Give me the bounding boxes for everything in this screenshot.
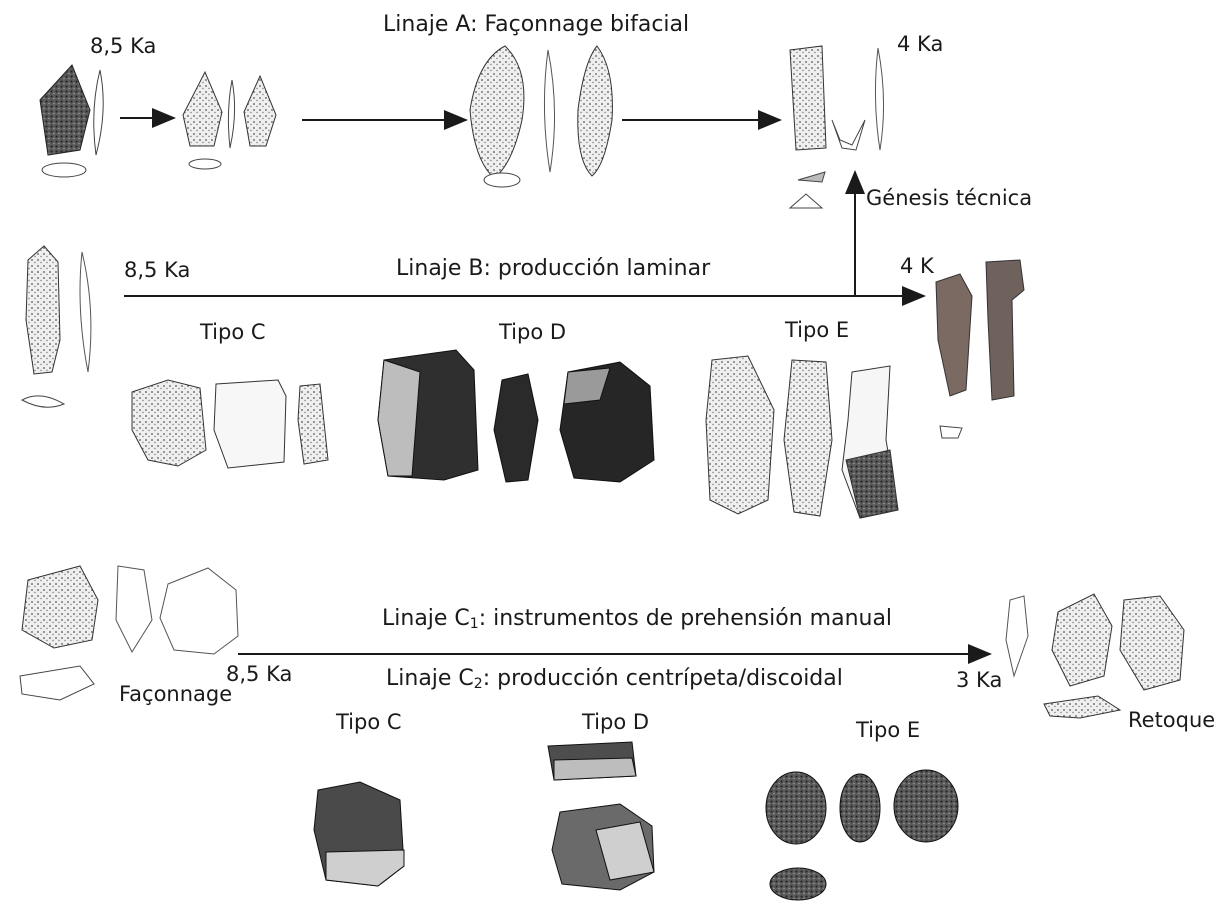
lineage-b-end-tools (936, 260, 1024, 438)
lineage-c-tipo-e-label: Tipo E (856, 720, 920, 741)
lineage-c2-prefix: Linaje C (386, 666, 474, 691)
lineage-b-tipo-e-label: Tipo E (785, 320, 849, 341)
lineage-b-end-age: 4 K (900, 256, 934, 277)
lineage-c2-title: Linaje C2: producción centrípeta/discoid… (386, 668, 843, 691)
lineage-b-title: Linaje B: producción laminar (396, 258, 710, 280)
lineage-b-tipo-d-label: Tipo D (499, 322, 566, 343)
lineage-a-point-2 (183, 72, 276, 169)
lineage-a-end-age: 4 Ka (897, 34, 943, 55)
lineage-c1-subscript: 1 (470, 616, 479, 632)
lineage-b-tipo-e-tools (706, 356, 898, 518)
lineage-c-tipo-e-tools (766, 770, 958, 900)
lineage-b-start-tool (22, 246, 91, 407)
lineage-c-end-age: 3 Ka (956, 670, 1002, 691)
lineage-c-tipo-c-tool (314, 782, 404, 886)
lineage-a-blade-end (790, 46, 884, 208)
lineage-c-tipo-d-label: Tipo D (582, 712, 649, 733)
lineage-a-point-1 (40, 65, 103, 177)
lineage-a-point-3 (470, 46, 612, 187)
lineage-b-tipo-c-tools (132, 380, 328, 468)
lineage-c-end-label: Retoque (1128, 710, 1215, 731)
lineage-c-start-tools (20, 566, 238, 700)
lineage-a-start-age: 8,5 Ka (90, 36, 156, 57)
lineage-c-start-label: Façonnage (119, 684, 232, 705)
lineage-c2-subscript: 2 (474, 676, 483, 692)
lineage-c1-title: Linaje C1: instrumentos de prehensión ma… (382, 608, 892, 631)
lineage-c-tipo-c-label: Tipo C (336, 712, 402, 733)
genesis-tecnica-label: Génesis técnica (866, 188, 1032, 209)
lineage-c1-rest: : instrumentos de prehensión manual (479, 606, 892, 631)
lineage-c-tipo-d-tools (548, 742, 654, 890)
lineage-b-tipo-c-label: Tipo C (200, 322, 266, 343)
lineage-c-start-age: 8,5 Ka (226, 664, 292, 685)
lineage-c2-rest: : producción centrípeta/discoidal (483, 666, 843, 691)
lineage-c-end-tools (1006, 594, 1184, 718)
lineage-a-title: Linaje A: Façonnage bifacial (383, 14, 689, 36)
lineage-c1-prefix: Linaje C (382, 606, 470, 631)
lineage-b-tipo-d-tools (378, 350, 654, 482)
lineage-b-start-age: 8,5 Ka (124, 260, 190, 281)
